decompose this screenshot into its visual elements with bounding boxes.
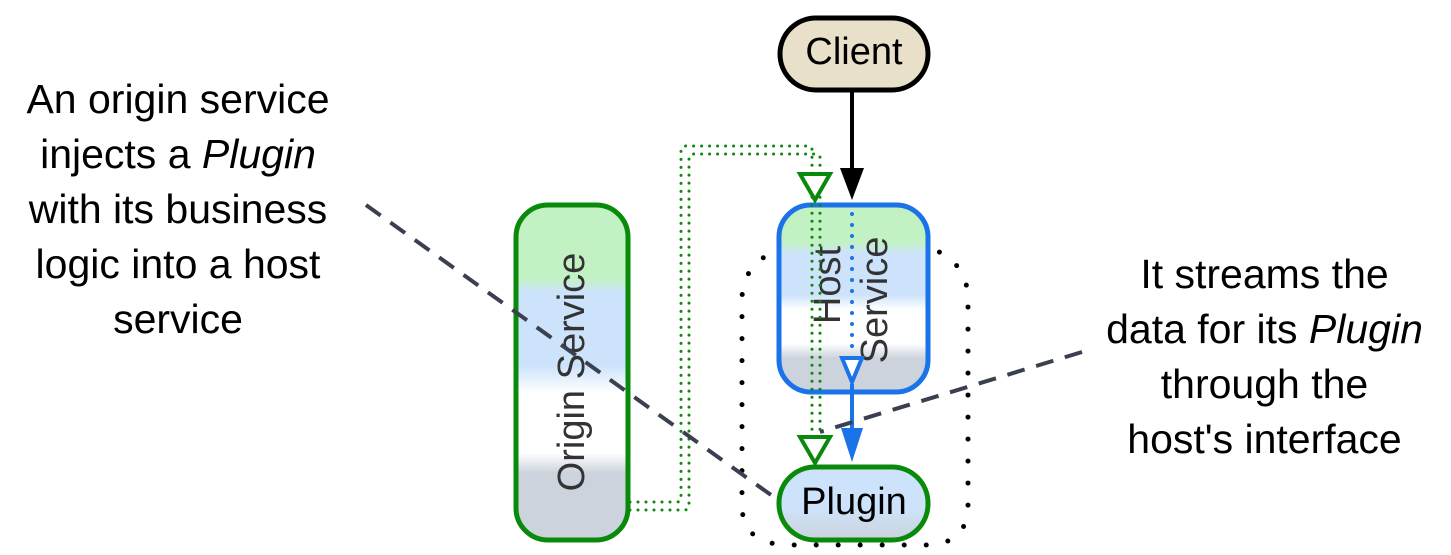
caption-right-line1: It streams the — [1140, 251, 1389, 297]
arrowhead-filled-blue-icon — [841, 428, 863, 462]
caption-right-line2-prefix: data for its — [1106, 306, 1309, 352]
arrowhead-hollow-host-icon — [796, 172, 834, 205]
plugin-label: Plugin — [801, 481, 907, 523]
host-service-label-line2: Service — [854, 237, 896, 364]
caption-left-line3: with its business — [28, 186, 328, 232]
caption-right-line2-emph: Plugin — [1308, 306, 1423, 352]
origin-service-label: Origin Service — [551, 253, 593, 492]
caption-left-line4: logic into a host — [35, 241, 321, 287]
group-outline — [739, 245, 971, 548]
arrowhead-hollow-blue-icon — [839, 356, 865, 388]
caption-right-line4: host's interface — [1127, 416, 1402, 462]
client-label: Client — [805, 31, 903, 73]
edge-client-to-host — [840, 92, 864, 200]
annotation-line-left — [364, 203, 780, 502]
arrowhead-filled-icon — [840, 168, 864, 200]
arrowhead-hollow-plugin-icon — [796, 435, 834, 468]
edge-origin-to-host-plugin — [628, 144, 834, 512]
caption-left-line5: service — [113, 296, 243, 342]
caption-left-line2-prefix: injects a — [40, 131, 202, 177]
annotation-line-right — [819, 350, 1083, 434]
caption-left-line1: An origin service — [26, 76, 330, 122]
caption-right-line2: data for its Plugin — [1078, 302, 1451, 357]
host-service-label-line1: Host — [807, 245, 849, 324]
caption-left-line2-emph: Plugin — [201, 131, 316, 177]
caption-right: It streams the data for its Plugin throu… — [1078, 247, 1451, 467]
plugin-node[interactable]: Plugin — [776, 464, 931, 543]
caption-right-line3: through the — [1160, 361, 1369, 407]
caption-left: An origin service injects a Plugin with … — [0, 72, 356, 347]
host-service-node[interactable]: Host Service — [776, 202, 931, 395]
caption-left-line2: injects a Plugin — [0, 127, 356, 182]
client-node[interactable]: Client — [777, 15, 931, 93]
origin-service-node[interactable]: Origin Service — [513, 202, 631, 543]
